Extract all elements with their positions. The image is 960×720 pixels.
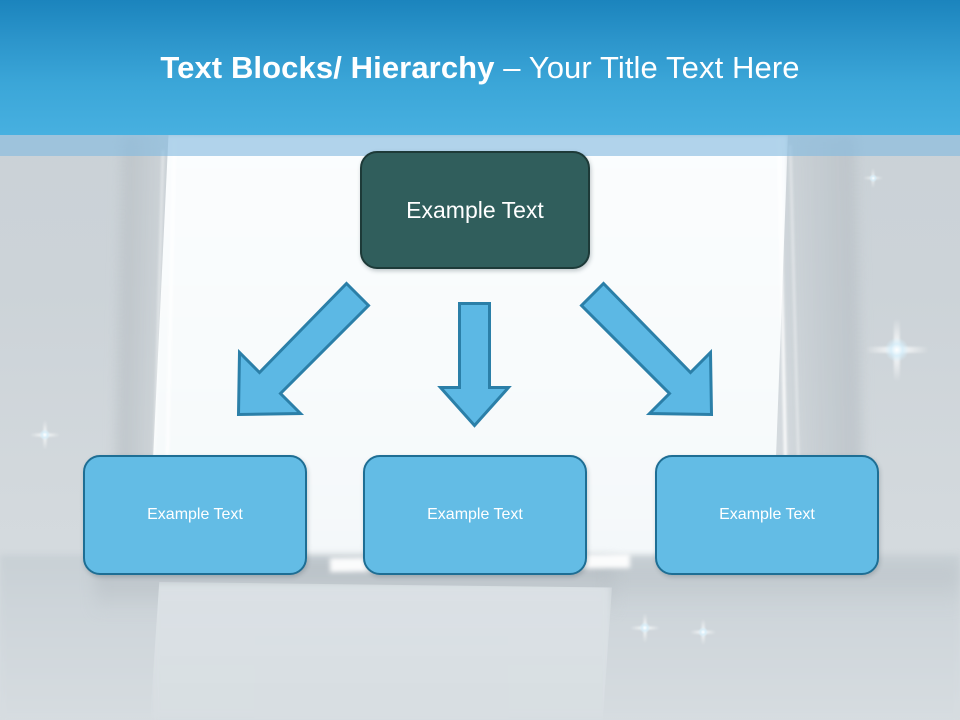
page-title: Text Blocks/ Hierarchy – Your Title Text… xyxy=(0,50,960,86)
header-under-band xyxy=(0,135,960,156)
hierarchy-root-label: Example Text xyxy=(406,196,544,223)
hierarchy-child-label-3: Example Text xyxy=(719,506,815,523)
hierarchy-child-label-2: Example Text xyxy=(427,506,523,523)
hierarchy-child-box-3[interactable]: Example Text xyxy=(655,455,879,575)
page-title-bold: Text Blocks/ Hierarchy xyxy=(160,50,495,85)
hierarchy-child-box-2[interactable]: Example Text xyxy=(363,455,587,575)
background-floor-panel xyxy=(150,582,612,720)
header-banner xyxy=(0,0,960,135)
hierarchy-root-box[interactable]: Example Text xyxy=(360,151,590,269)
hierarchy-child-label-1: Example Text xyxy=(147,506,243,523)
hierarchy-child-box-1[interactable]: Example Text xyxy=(83,455,307,575)
page-title-separator: – xyxy=(494,50,529,85)
page-title-light: Your Title Text Here xyxy=(528,50,800,85)
